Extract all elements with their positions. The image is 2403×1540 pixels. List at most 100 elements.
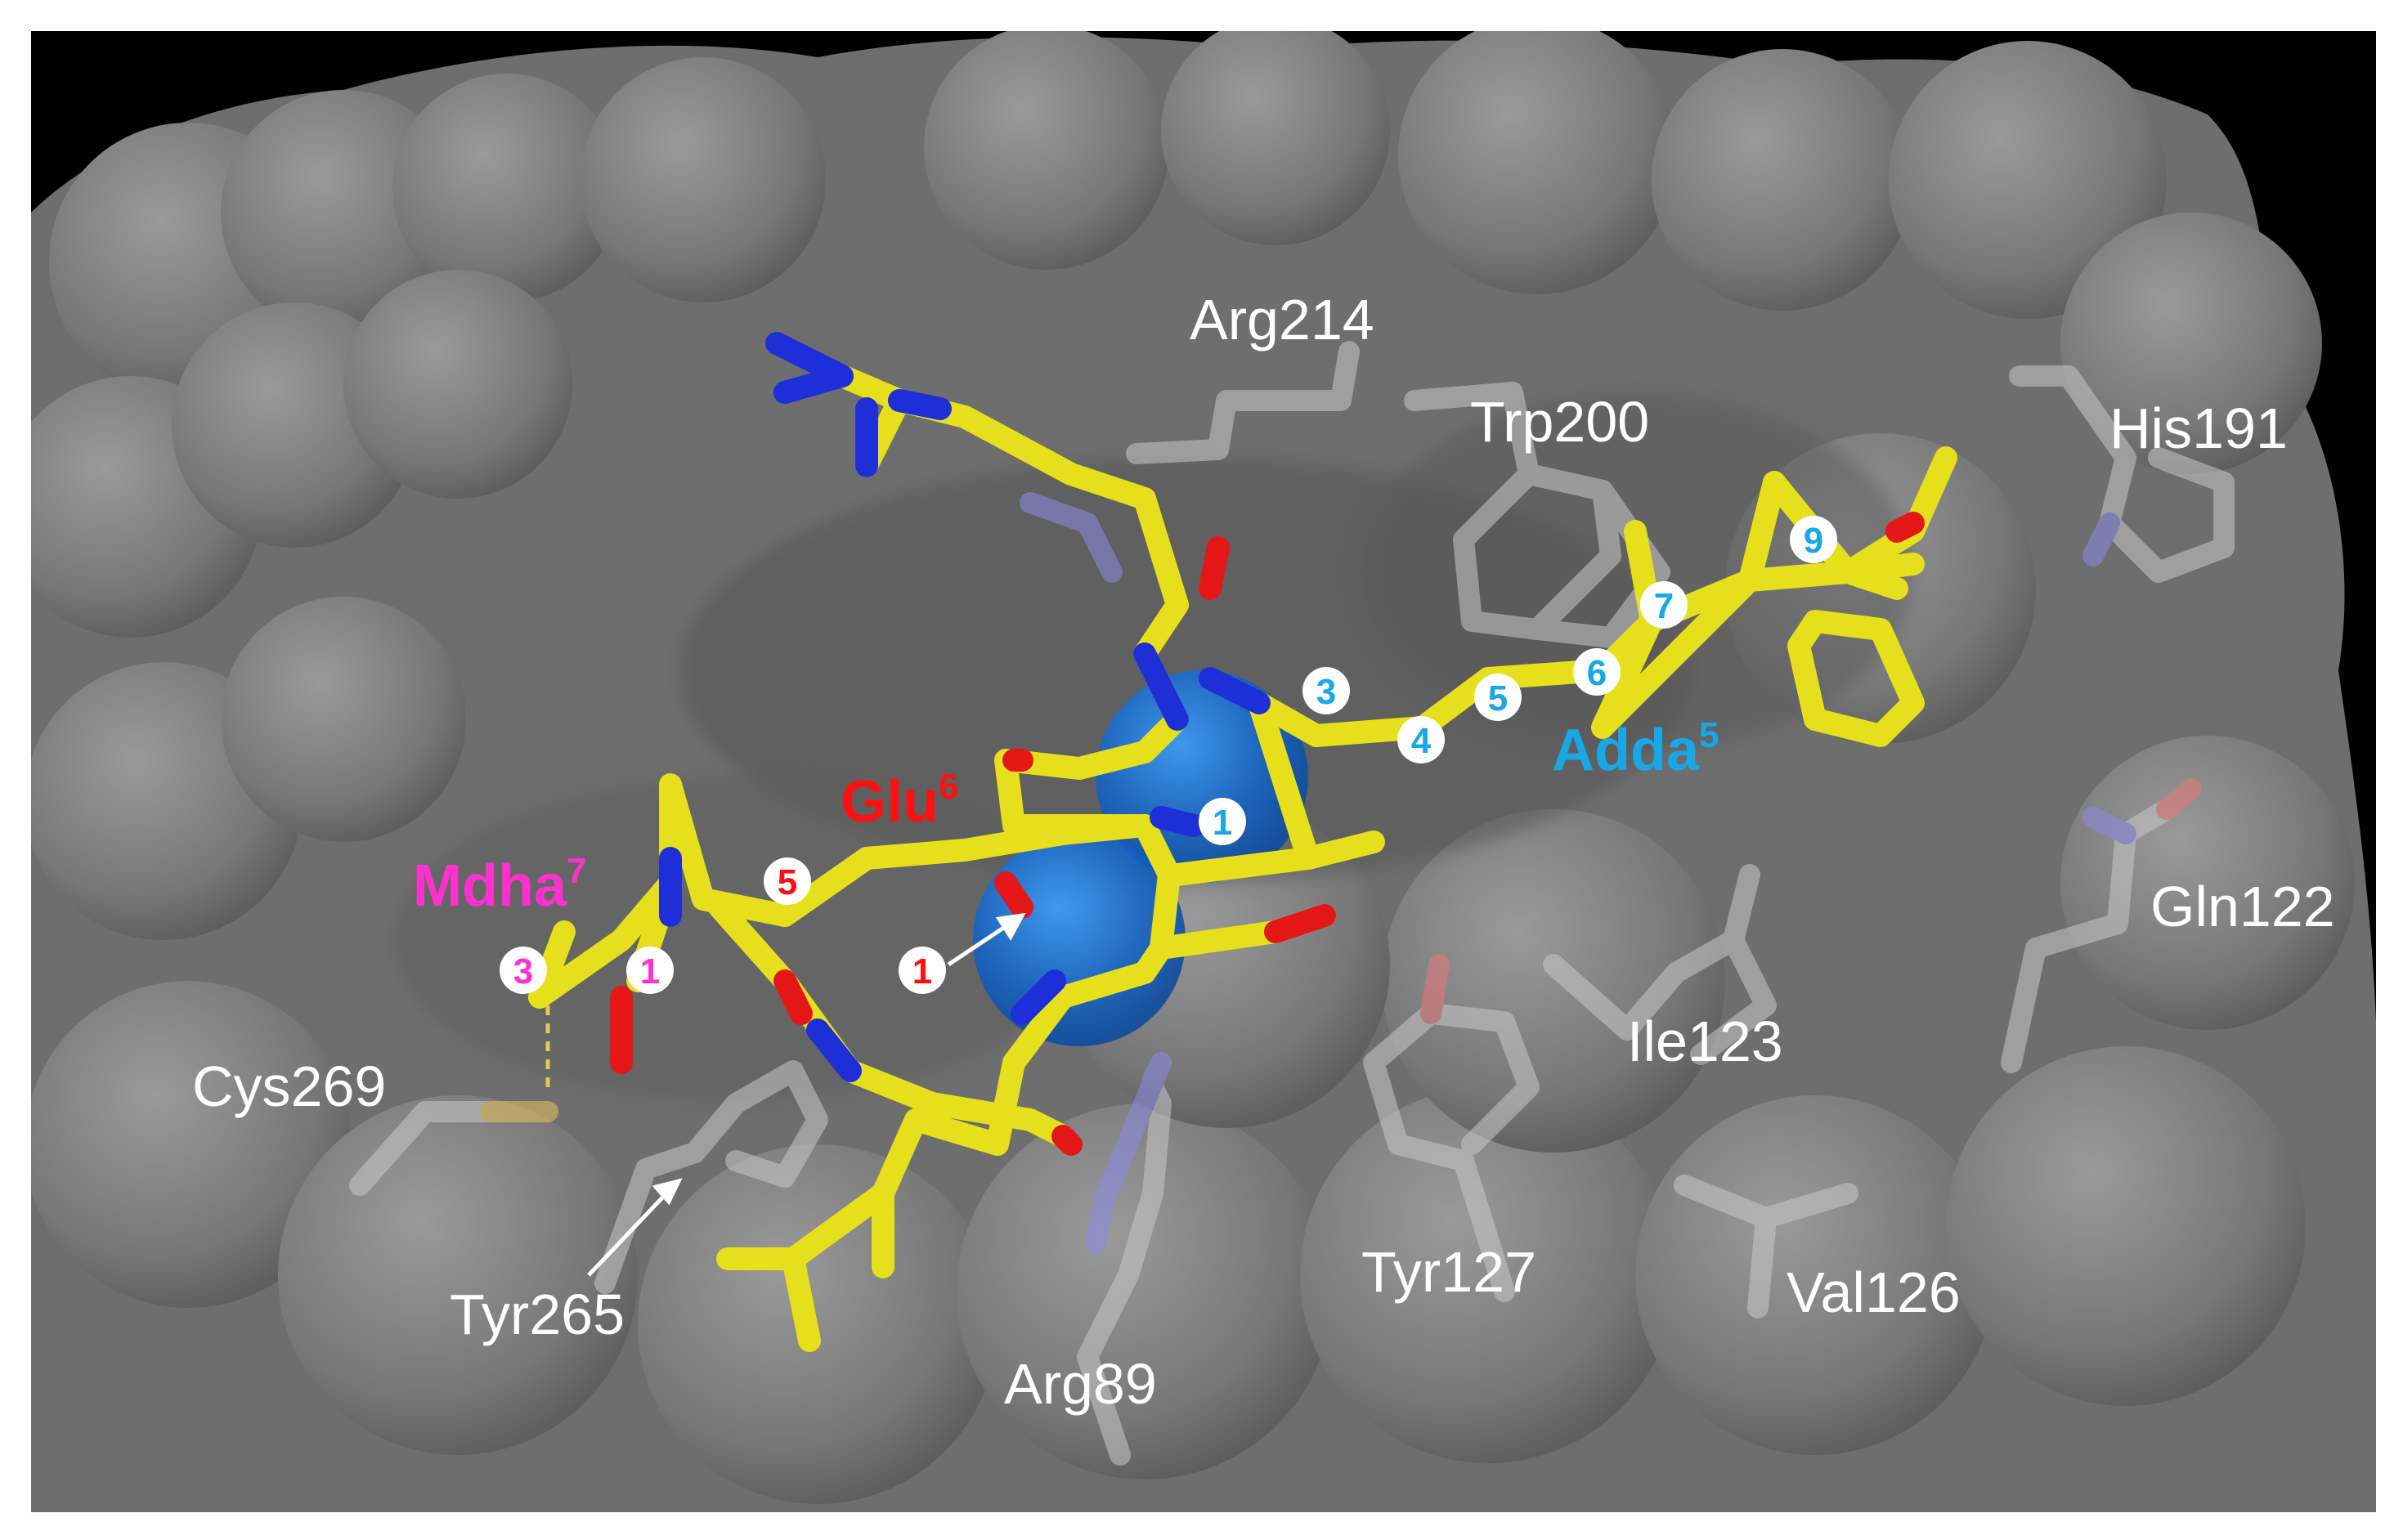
ligand-adda-methyls [1591,471,1925,739]
surface-bulge [2060,736,2355,1030]
mdha-badges: 3 1 [500,947,674,994]
o-atom [1885,512,1925,543]
surface-bulge [957,1104,1333,1480]
tyr265-arrow-head [652,1178,683,1206]
glu-label-sup: 6 [939,767,958,807]
o-atom [994,871,1033,919]
surface-bulge [1161,31,1390,245]
mdha-label-name: Mdha [413,853,567,919]
badge-glu-1-label: 1 [912,951,932,992]
o-atom [1264,904,1336,943]
glu-label-name: Glu [841,769,939,835]
badge-adda-7-label: 7 [1654,586,1674,626]
ligand-adda-phenyl [1787,610,1925,747]
n-atom [1133,642,1189,731]
o-atom [773,969,813,1025]
badge-adda-9 [1790,516,1837,563]
ile123-branch [1723,864,1760,951]
badge-glu-5 [764,857,811,905]
surface-bulge [581,57,826,302]
gln122-o [2156,778,2202,820]
surface-bulge [343,270,572,499]
surface-bulge [221,597,466,842]
badge-mdha-1 [626,947,674,994]
tyr127-o [1420,954,1450,1024]
label-tyr265: Tyr265 [450,1283,625,1346]
gln122-n [2082,807,2136,844]
n-atom [806,1018,862,1082]
n-atom [1199,667,1271,714]
label-arg214: Arg214 [1190,288,1374,351]
glu-badges: 5 1 [764,857,946,994]
badge-adda-6-label: 6 [1587,653,1607,693]
his191-n [2082,513,2120,566]
adda-label-sup: 5 [1699,715,1719,755]
badge-adda-7 [1640,581,1688,629]
label-cys269: Cys269 [192,1054,386,1118]
label-gln122: Gln122 [2150,875,2335,938]
label-trp200: Trp200 [1470,390,1649,454]
ile123-stick [1543,929,1777,1065]
n-atom [888,389,952,420]
adda-label: Adda5 [1552,715,1719,783]
tyr127-stick [1363,1003,1540,1302]
badge-adda-3 [1302,667,1350,714]
surface-bulge [924,31,1169,270]
mdha-label-sup: 7 [567,851,586,891]
badge-adda-9-label: 9 [1804,521,1823,561]
trp200-stick [1404,382,1621,640]
badge-glu-5-label: 5 [778,862,797,902]
badge-adda-5 [1474,674,1522,721]
metal-sphere-lower [973,834,1186,1046]
residue-sticks [349,341,2235,1466]
arg89-stick [1077,1077,1172,1466]
badge-adda-4-label: 4 [1411,721,1432,761]
arg214-guanidine [1020,492,1123,583]
badge-adda-4 [1397,716,1445,763]
surface-bulge [2060,213,2322,474]
ligand-ring-2 [1166,692,1385,886]
badge-adda-6 [1573,648,1621,696]
surface-bulge [1300,1087,1676,1463]
ligand-leu-branch [716,1182,894,1352]
badge-adda-1-label: 1 [1213,803,1232,843]
surface-bulge [1398,31,1676,294]
surface-bulge [1946,1046,2306,1406]
arg89-n [1085,1052,1172,1253]
ligand-mdha [528,871,682,1009]
val126-branch [1747,1207,1777,1318]
annotation-arrows [587,912,1026,1277]
badge-mdha-3 [500,947,547,994]
n-atom [1150,806,1205,837]
arg214-stick [1126,341,1360,464]
o-atom [1199,536,1230,600]
adda-label-name: Adda [1552,718,1700,783]
ligand-leu [708,896,1074,1148]
n-atom [773,365,854,404]
surface-bulge [31,981,352,1308]
label-tyr127: Tyr127 [1361,1240,1536,1304]
surface-bulge [278,1095,638,1455]
tyr265-stick [594,1060,828,1294]
surface-bulge [392,74,621,302]
ligand-heteroatoms [610,332,1925,1156]
badge-mdha-1-label: 1 [640,951,660,992]
surface-bulge [1635,1095,1995,1455]
surface-bulge [1382,809,1725,1153]
badge-glu-1 [899,947,946,994]
badge-adda-1 [1199,798,1246,845]
mdha-label: Mdha7 [413,851,586,919]
label-arg89: Arg89 [1004,1352,1157,1416]
adda-badges: 1 3 4 5 6 7 9 [1199,516,1837,845]
gln122-stick [2001,799,2177,1073]
ligand-ring [872,708,1189,1278]
badge-adda-3-label: 3 [1316,672,1336,712]
surface-bulge [1652,49,1913,311]
o-atom [1051,1125,1083,1156]
glu-label: Glu6 [841,767,958,835]
surface-bulge [1889,41,2167,319]
label-ile123: Ile123 [1627,1010,1783,1073]
tyr265-arrow [587,1192,668,1277]
badge-mdha-3-label: 3 [513,951,533,992]
